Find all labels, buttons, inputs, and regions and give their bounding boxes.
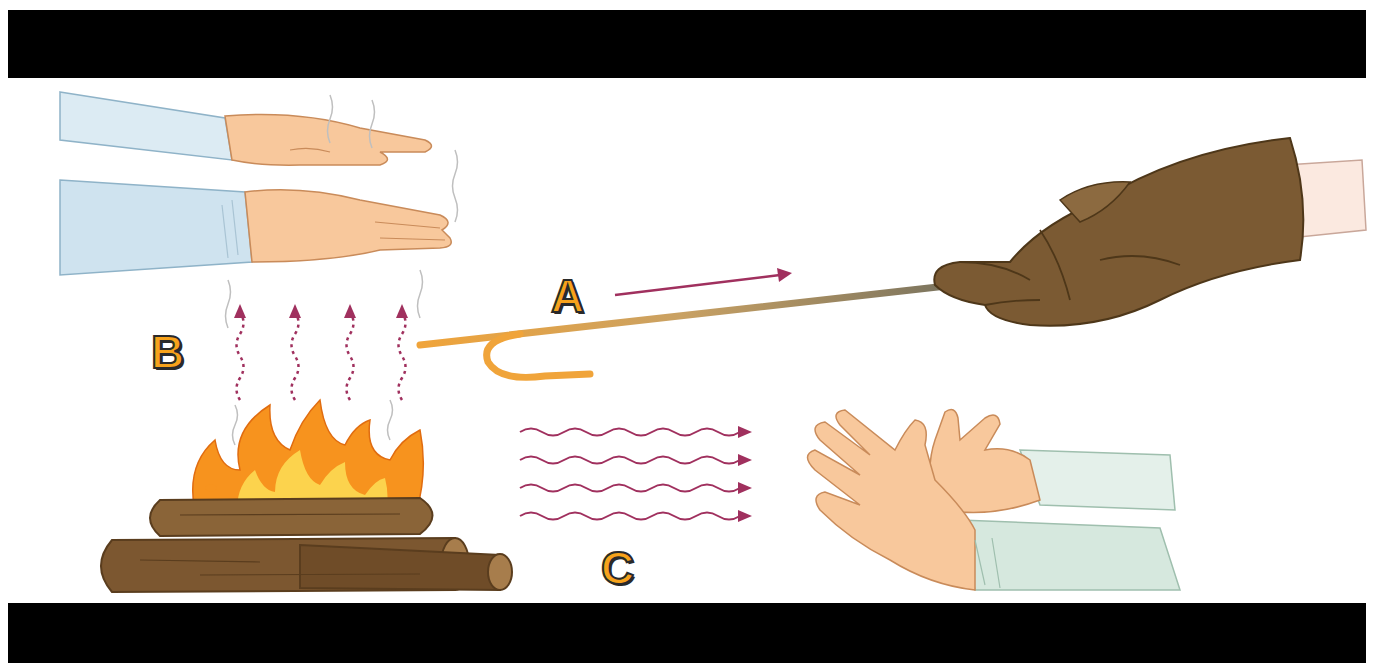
callout-letter: C — [601, 545, 634, 591]
callout-letter: B — [151, 329, 184, 375]
metal-rod — [420, 280, 1000, 377]
radiation-waves — [520, 429, 740, 520]
convection-arrows — [237, 312, 406, 400]
conduction-arrow — [615, 268, 792, 295]
convection-arrowheads — [234, 304, 408, 318]
campfire — [101, 400, 512, 592]
callout-letter: A — [551, 273, 584, 319]
bottom-bar — [8, 603, 1366, 663]
radiation-arrowheads — [738, 426, 752, 522]
gloved-hand — [934, 138, 1366, 326]
heat-shimmer — [226, 95, 458, 445]
hands-warmed-by-radiation — [808, 410, 1181, 590]
top-bar — [8, 10, 1366, 78]
hands-above-fire — [60, 92, 451, 275]
